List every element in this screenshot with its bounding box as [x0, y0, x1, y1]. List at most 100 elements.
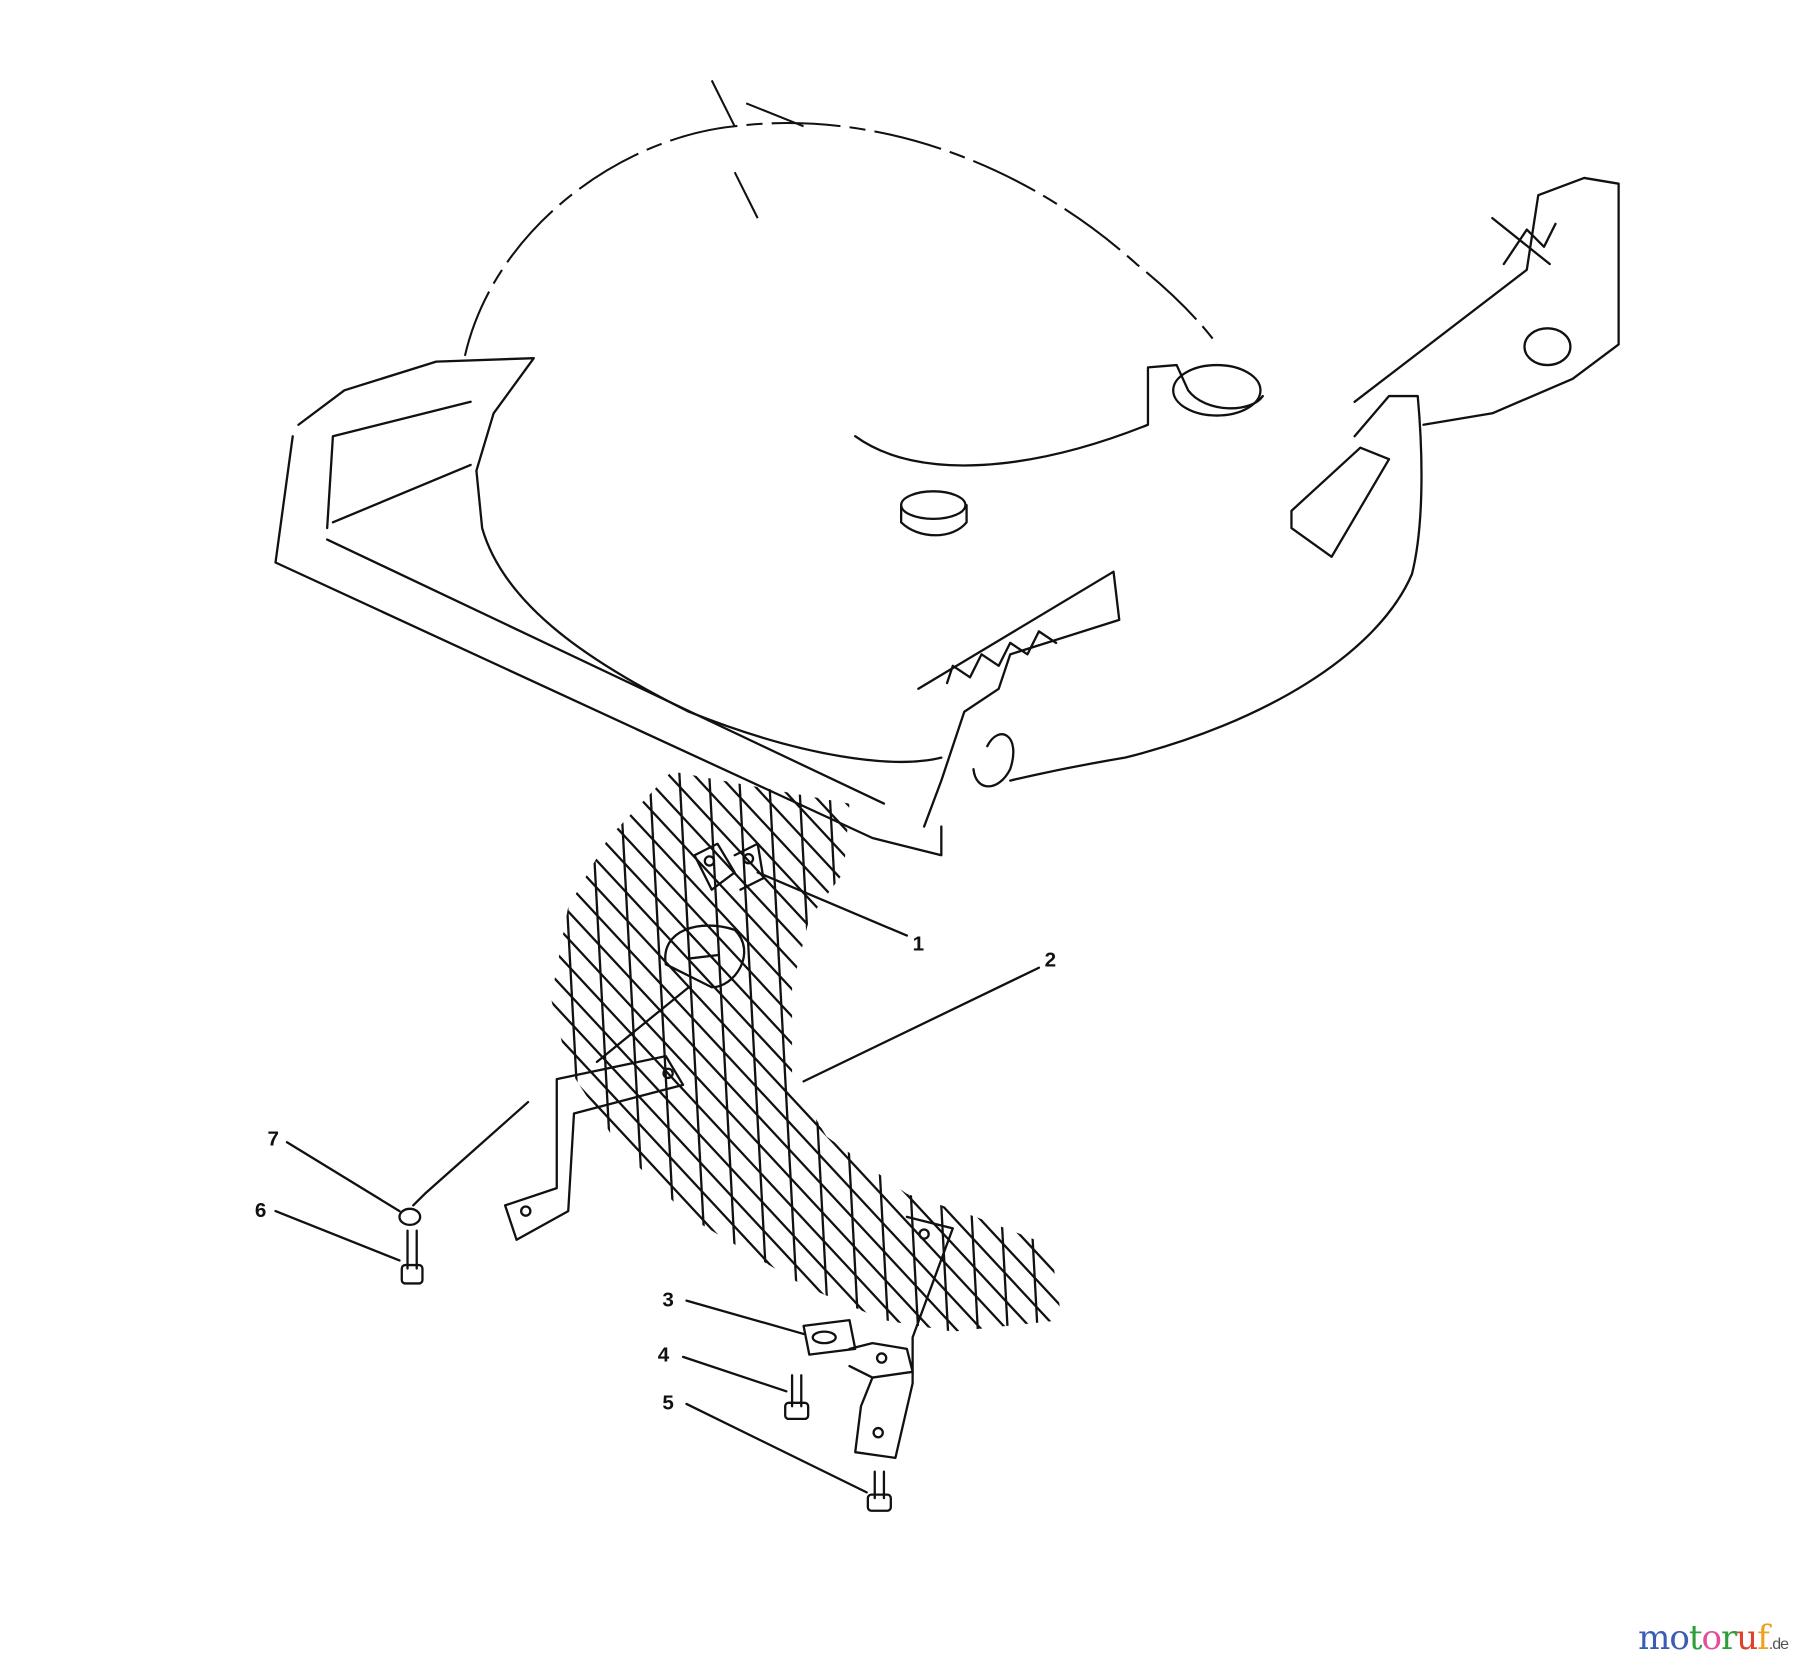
mesh-wire: [1065, 735, 1099, 1378]
mesh-wire: [498, 735, 532, 1378]
mesh-wire: [551, 771, 649, 1332]
mesh-wire: [756, 771, 1062, 1332]
mesh-wire: [551, 771, 750, 1332]
callout-3: 3: [662, 1288, 674, 1311]
mesh-wire: [439, 735, 473, 1378]
mesh-wire: [551, 771, 902, 1332]
callout-2: 2: [1045, 949, 1057, 972]
mesh-wire: [551, 771, 624, 1332]
mesh-wire: [1095, 735, 1129, 1378]
mesh-wire: [551, 771, 775, 1332]
mesh-wire: [1215, 735, 1249, 1378]
mesh-wire: [551, 771, 564, 1332]
callouts: 1 2 3 4 5 6 7: [255, 871, 1057, 1494]
mesh-wire: [21, 735, 55, 1378]
mesh-wire: [551, 771, 1062, 1332]
mesh-wire: [0, 735, 344, 1378]
mesh-wire: [0, 735, 521, 1378]
mesh-wire: [1364, 735, 1800, 1378]
mesh-wire: [230, 735, 264, 1378]
mesh-wire: [200, 735, 234, 1378]
mesh-wire: [1162, 735, 1759, 1378]
mesh-wire: [795, 771, 833, 1332]
mesh-wire: [0, 735, 294, 1378]
mesh-wire: [1034, 771, 1062, 1332]
mesh-wire: [1238, 735, 1800, 1378]
mesh-wire: [140, 735, 174, 1378]
logo-letter: t: [1688, 1618, 1703, 1658]
mesh-wire: [468, 735, 502, 1378]
logo-letter: o: [1701, 1618, 1723, 1658]
mesh-wire: [731, 771, 1062, 1332]
mesh-wire: [551, 771, 1062, 1332]
motoruf-watermark-logo: motoruf.de: [1638, 1618, 1789, 1658]
mesh-wire: [1185, 735, 1219, 1378]
mesh-wire: [1394, 735, 1428, 1378]
mesh-wire: [0, 735, 269, 1378]
mesh-wire: [958, 771, 1062, 1332]
hardware: [398, 842, 954, 1512]
mesh-wire: [551, 771, 952, 1332]
mesh-wire: [551, 771, 977, 1332]
mesh-wire: [1632, 735, 1666, 1378]
mesh-wire: [551, 771, 801, 1332]
mesh-wire: [1274, 735, 1308, 1378]
mesh-wire: [551, 771, 599, 1332]
mesh-wire: [0, 735, 445, 1378]
mesh-wire: [765, 771, 803, 1332]
mesh-wire: [1288, 735, 1800, 1378]
mesh-wire: [409, 735, 443, 1378]
mesh-wire: [1304, 735, 1338, 1378]
mesh-wire: [1389, 735, 1800, 1378]
mesh-wire: [1263, 735, 1800, 1378]
logo-letter: r: [1720, 1618, 1737, 1658]
mesh-wire: [908, 771, 1062, 1332]
mesh-wire: [1483, 735, 1517, 1378]
mesh-wire: [781, 771, 1062, 1332]
mesh-wire: [832, 771, 1062, 1332]
mesh-wire: [1004, 771, 1042, 1332]
mesh-wire: [551, 771, 1062, 1332]
mesh-wire: [1244, 735, 1278, 1378]
mesh-wire: [551, 771, 674, 1332]
callout-6: 6: [255, 1199, 267, 1222]
mesh-wire: [551, 771, 1003, 1332]
mesh-wire: [1086, 735, 1683, 1378]
mesh-wire: [735, 771, 773, 1332]
mesh-wire: [857, 771, 1062, 1332]
callout-4: 4: [658, 1343, 670, 1366]
mesh-wire: [1313, 735, 1800, 1378]
mesh-wire: [1662, 735, 1696, 1378]
mesh-wire: [1339, 735, 1800, 1378]
mesh-wire: [0, 735, 117, 1378]
mesh-wire: [974, 771, 1012, 1332]
callout-7: 7: [267, 1128, 279, 1151]
mesh-wire: [259, 735, 293, 1378]
mesh-wire: [379, 735, 413, 1378]
mesh-wire: [616, 771, 654, 1332]
mesh-wire: [289, 735, 323, 1378]
mesh-wire: [80, 735, 114, 1378]
mesh-wire: [1111, 735, 1708, 1378]
callout-1: 1: [913, 933, 924, 956]
mower-deck: [274, 79, 1620, 857]
mesh-wire: [551, 771, 851, 1332]
mesh-wire: [0, 735, 243, 1378]
mesh-wire: [319, 735, 353, 1378]
mesh-wire: [1543, 735, 1577, 1378]
mesh-wire: [0, 735, 319, 1378]
mesh-wire: [551, 771, 927, 1332]
mesh-wire: [933, 771, 1062, 1332]
mesh-wire: [882, 771, 1062, 1332]
mesh-wire: [1009, 771, 1062, 1332]
mesh-wire: [1212, 735, 1800, 1378]
mesh-wire: [0, 735, 142, 1378]
mesh-wire: [0, 735, 92, 1378]
mesh-wire: [1125, 735, 1159, 1378]
mesh-wire: [1440, 735, 1800, 1378]
mesh-wire: [1334, 735, 1368, 1378]
mesh-wire: [0, 735, 25, 1378]
mesh-guard: [0, 735, 1800, 1378]
mesh-wire: [349, 735, 383, 1378]
